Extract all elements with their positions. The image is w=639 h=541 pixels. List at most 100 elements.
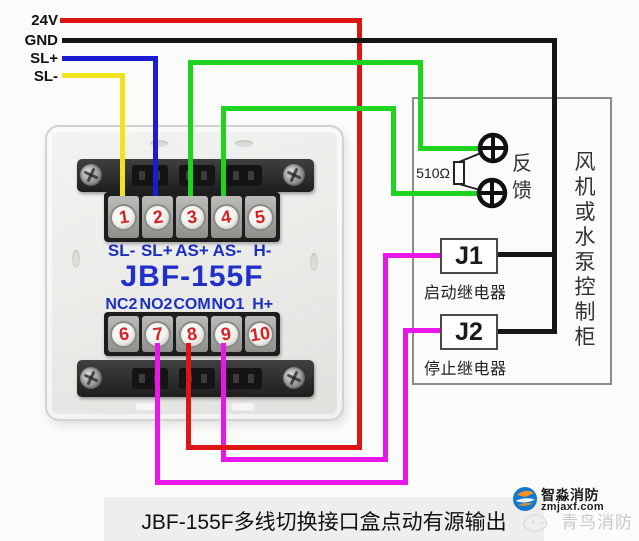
- terminal-1: 1: [108, 196, 140, 238]
- caption-bar: JBF-155F多线切换接口盒点动有源输出: [104, 497, 544, 541]
- wire-no1-j1: [221, 457, 388, 462]
- terminal-5: 5: [244, 196, 277, 238]
- wire-gnd: [62, 38, 557, 43]
- wire-no2-j2: [403, 328, 408, 485]
- terminal-label: NC2: [105, 296, 138, 313]
- relay-j1: J1: [440, 238, 498, 274]
- wire-j1-return: [497, 252, 557, 257]
- screw-icon: [80, 164, 102, 186]
- terminal-label: SL+: [140, 241, 173, 260]
- zhimiao-logo-icon: [513, 487, 537, 511]
- terminal-label: NO1: [211, 296, 245, 313]
- terminal-2: 2: [142, 196, 174, 238]
- terminal-screw: 8: [178, 320, 206, 348]
- connector-slot: [226, 368, 262, 389]
- terminal-number: 5: [254, 206, 267, 228]
- relay-j2: J2: [440, 314, 498, 350]
- wire-no1-j1: [383, 253, 388, 462]
- watermark-brand: 智淼消防: [541, 487, 599, 503]
- label-sl-minus: SL-: [33, 68, 58, 85]
- wire-24v: [186, 343, 191, 450]
- wire-24v: [188, 445, 362, 450]
- bottom-mounting-bar: [77, 360, 314, 397]
- terminal-label: H-: [253, 241, 272, 260]
- module-title: JBF-155F: [120, 260, 264, 293]
- connector-slot: [226, 165, 262, 186]
- wire-as-minus: [391, 106, 396, 196]
- terminal-screw: 4: [212, 203, 240, 231]
- wire-as-plus: [188, 60, 423, 65]
- wire-as-minus: [391, 191, 479, 196]
- feedback-terminals: [453, 132, 509, 209]
- terminal-label: AS+: [175, 241, 209, 260]
- terminal-label: H+: [252, 296, 274, 313]
- feedback-terminal-top-icon: [477, 132, 509, 164]
- jbf-155f-module: 1 2 3 4 5 SL- SL+ AS+ AS- H- JBF-155F NC…: [45, 125, 344, 421]
- wire-gnd: [552, 38, 557, 334]
- terminal-number: 4: [219, 206, 233, 228]
- wire-j2-return: [497, 329, 557, 334]
- terminal-label: AS-: [212, 241, 242, 260]
- wire-as-plus: [418, 146, 480, 151]
- terminal-labels-bottom: NC2 NO2 COM NO1 H+: [104, 296, 280, 314]
- wire-as-minus: [221, 106, 396, 111]
- terminal-3: 3: [176, 196, 208, 238]
- wire-no1-j1: [221, 343, 226, 462]
- terminal-number: 6: [117, 323, 130, 345]
- terminal-4: 4: [210, 196, 242, 238]
- terminal-9: 9: [210, 316, 242, 352]
- terminal-number: 1: [117, 206, 130, 228]
- terminal-6: 6: [108, 316, 140, 352]
- feedback-label: 反馈: [512, 153, 532, 202]
- terminal-number: 7: [151, 323, 165, 345]
- screw-icon: [80, 367, 102, 389]
- terminal-screw: 3: [178, 203, 206, 231]
- wire-sl-minus: [120, 73, 125, 196]
- terminal-number: 10: [249, 322, 272, 346]
- terminal-screw: 2: [144, 203, 172, 231]
- bird-sketch-icon: [522, 514, 548, 533]
- mold-mark: [235, 140, 253, 147]
- terminal-screw: 1: [110, 203, 138, 231]
- terminal-10: 10: [244, 316, 277, 352]
- wire-as-plus: [188, 60, 193, 196]
- wire-as-plus: [418, 60, 423, 151]
- wire-24v: [60, 18, 362, 23]
- screw-icon: [283, 367, 305, 389]
- terminal-screw: 10: [246, 320, 274, 348]
- terminal-8: 8: [176, 316, 208, 352]
- terminal-screw: 6: [110, 320, 138, 348]
- terminal-block-top: 1 2 3 4 5: [104, 192, 280, 242]
- wire-sl-plus: [62, 56, 158, 61]
- mount-tab: [231, 403, 255, 412]
- cabinet-side-label: 风机或水泵控制柜: [574, 151, 596, 349]
- wire-no2-j2: [403, 328, 441, 333]
- wire-24v: [357, 18, 362, 450]
- terminal-label: COM: [173, 296, 211, 313]
- terminal-number: 2: [151, 206, 165, 228]
- terminal-label: NO2: [139, 296, 173, 313]
- wire-sl-plus: [153, 56, 158, 196]
- feedback-terminal-bottom-icon: [476, 177, 508, 209]
- caption-text: JBF-155F多线切换接口盒点动有源输出: [141, 511, 507, 534]
- terminal-labels-top: SL- SL+ AS+ AS- H-: [104, 241, 280, 261]
- label-24v: 24V: [31, 12, 58, 29]
- terminal-number: 3: [185, 206, 199, 228]
- connector-slot: [132, 165, 168, 186]
- terminal-screw: 9: [212, 320, 240, 348]
- wire-no2-j2: [155, 480, 408, 485]
- mold-mark: [150, 140, 168, 147]
- watermark-brand2: 青鸟消防: [561, 513, 633, 532]
- relay-j1-caption: 启动继电器: [424, 285, 507, 302]
- terminal-screw: 5: [246, 203, 274, 231]
- relay-j2-caption: 停止继电器: [424, 361, 507, 378]
- connector-slot: [179, 368, 215, 389]
- terminal-label: SL-: [107, 241, 136, 260]
- wire-no2-j2: [155, 343, 160, 485]
- wire-no1-j1: [383, 253, 441, 258]
- resistor-label: 510Ω: [416, 165, 450, 181]
- label-sl-plus: SL+: [30, 50, 58, 67]
- mount-tab: [135, 403, 159, 412]
- connector-slot: [179, 165, 215, 186]
